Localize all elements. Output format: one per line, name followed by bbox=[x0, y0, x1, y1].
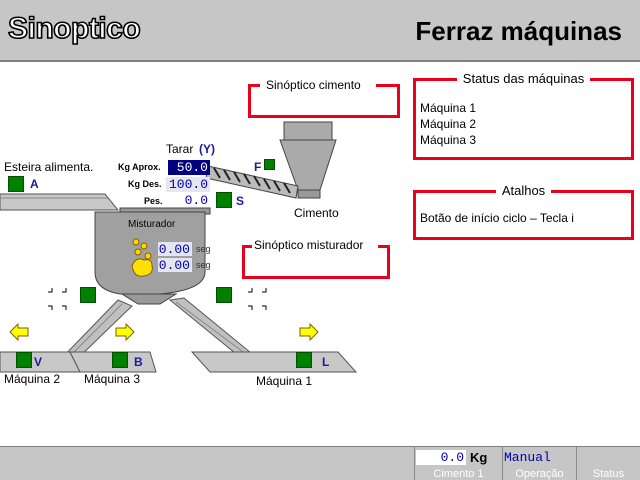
machine-title: Ferraz máquinas bbox=[415, 16, 622, 46]
status-button[interactable]: Status bbox=[576, 447, 640, 480]
status-maquina-3: Máquina 3 bbox=[420, 133, 477, 147]
cimento-1-caption: Cimento 1 bbox=[433, 468, 484, 480]
conveyor-maquina1 bbox=[190, 351, 358, 373]
feed-conveyor bbox=[0, 193, 120, 211]
status-caption: Status bbox=[592, 468, 625, 480]
kg-des-label: Kg Des. bbox=[128, 179, 162, 189]
tag-f: F bbox=[254, 160, 262, 174]
tag-v: V bbox=[34, 355, 43, 369]
footer-bar: Cimento 1 0.0 Kg Operação Manual Status bbox=[0, 446, 640, 480]
valve-icon bbox=[48, 288, 267, 310]
misturador-label: Misturador bbox=[128, 219, 176, 230]
tag-a: A bbox=[30, 177, 39, 191]
cimento-1-unit: Kg bbox=[470, 450, 488, 465]
operacao-caption: Operação bbox=[515, 468, 564, 480]
maquina-1-label: Máquina 1 bbox=[256, 374, 313, 388]
valve-left-indicator[interactable] bbox=[80, 287, 96, 303]
timer-2-unit: seg bbox=[196, 260, 211, 270]
frame-corner bbox=[242, 245, 252, 248]
operacao-button[interactable]: Operação bbox=[502, 447, 576, 480]
screen-title: Sinoptico bbox=[7, 11, 141, 46]
arrow-right-icon bbox=[115, 322, 135, 342]
kg-des-field[interactable]: 100.0 bbox=[166, 177, 210, 192]
mixer-outlet bbox=[120, 293, 178, 305]
maquina-2-label: Máquina 2 bbox=[4, 372, 61, 386]
v-indicator[interactable] bbox=[16, 352, 32, 368]
operacao-value: Manual bbox=[504, 450, 551, 465]
f-indicator[interactable] bbox=[264, 159, 275, 170]
status-title: Status das máquinas bbox=[456, 71, 591, 86]
timer-2-value: 0.00 bbox=[158, 258, 192, 273]
cement-hopper-top bbox=[283, 121, 333, 141]
timer-1-value: 0.00 bbox=[158, 242, 192, 257]
tag-b: B bbox=[134, 355, 143, 369]
atalhos-title: Atalhos bbox=[495, 183, 552, 198]
sinoptico-cimento-label[interactable]: Sinóptico cimento bbox=[262, 78, 365, 92]
timer-1-unit: seg bbox=[196, 244, 211, 254]
esteira-indicator[interactable] bbox=[8, 176, 24, 192]
cement-hopper bbox=[279, 139, 337, 191]
pes-value: 0.0 bbox=[184, 193, 208, 208]
frame-corner bbox=[376, 84, 400, 87]
atalhos-text: Botão de início ciclo – Tecla i bbox=[420, 211, 574, 225]
l-indicator[interactable] bbox=[296, 352, 312, 368]
b-indicator[interactable] bbox=[112, 352, 128, 368]
tag-l: L bbox=[322, 355, 330, 369]
kg-aprox-label: Kg Aprox. bbox=[118, 162, 161, 172]
header-bar: Sinoptico Ferraz máquinas bbox=[0, 0, 640, 62]
tarar-key: (Y) bbox=[199, 142, 215, 156]
status-panel: Status das máquinas Máquina 1 Máquina 2 … bbox=[413, 71, 634, 160]
arrow-right-icon bbox=[299, 322, 319, 342]
frame-corner bbox=[248, 84, 260, 87]
cimento-1-button[interactable]: Cimento 1 bbox=[414, 447, 502, 480]
sinoptico-misturador-label[interactable]: Sinóptico misturador bbox=[250, 238, 368, 252]
plant-synoptic: Sinóptico cimento Sinóptico misturador S… bbox=[0, 62, 640, 446]
esteira-label: Esteira alimenta. bbox=[4, 160, 94, 174]
kg-aprox-field[interactable]: 50.0 bbox=[168, 160, 210, 175]
cimento-1-value: 0.0 bbox=[416, 450, 466, 465]
maquina-3-label: Máquina 3 bbox=[84, 372, 141, 386]
status-maquina-1: Máquina 1 bbox=[420, 101, 477, 115]
valve-right-indicator[interactable] bbox=[216, 287, 232, 303]
arrow-left-icon bbox=[9, 322, 29, 342]
mix-particles-icon bbox=[131, 238, 153, 277]
atalhos-panel: Atalhos Botão de início ciclo – Tecla i bbox=[413, 183, 634, 240]
pes-label: Pes. bbox=[144, 196, 163, 206]
s-indicator[interactable] bbox=[216, 192, 232, 208]
tag-s: S bbox=[236, 194, 245, 208]
frame-corner bbox=[378, 245, 390, 248]
tarar-label[interactable]: Tarar bbox=[166, 142, 194, 156]
cimento-label: Cimento bbox=[294, 206, 339, 220]
status-maquina-2: Máquina 2 bbox=[420, 117, 477, 131]
